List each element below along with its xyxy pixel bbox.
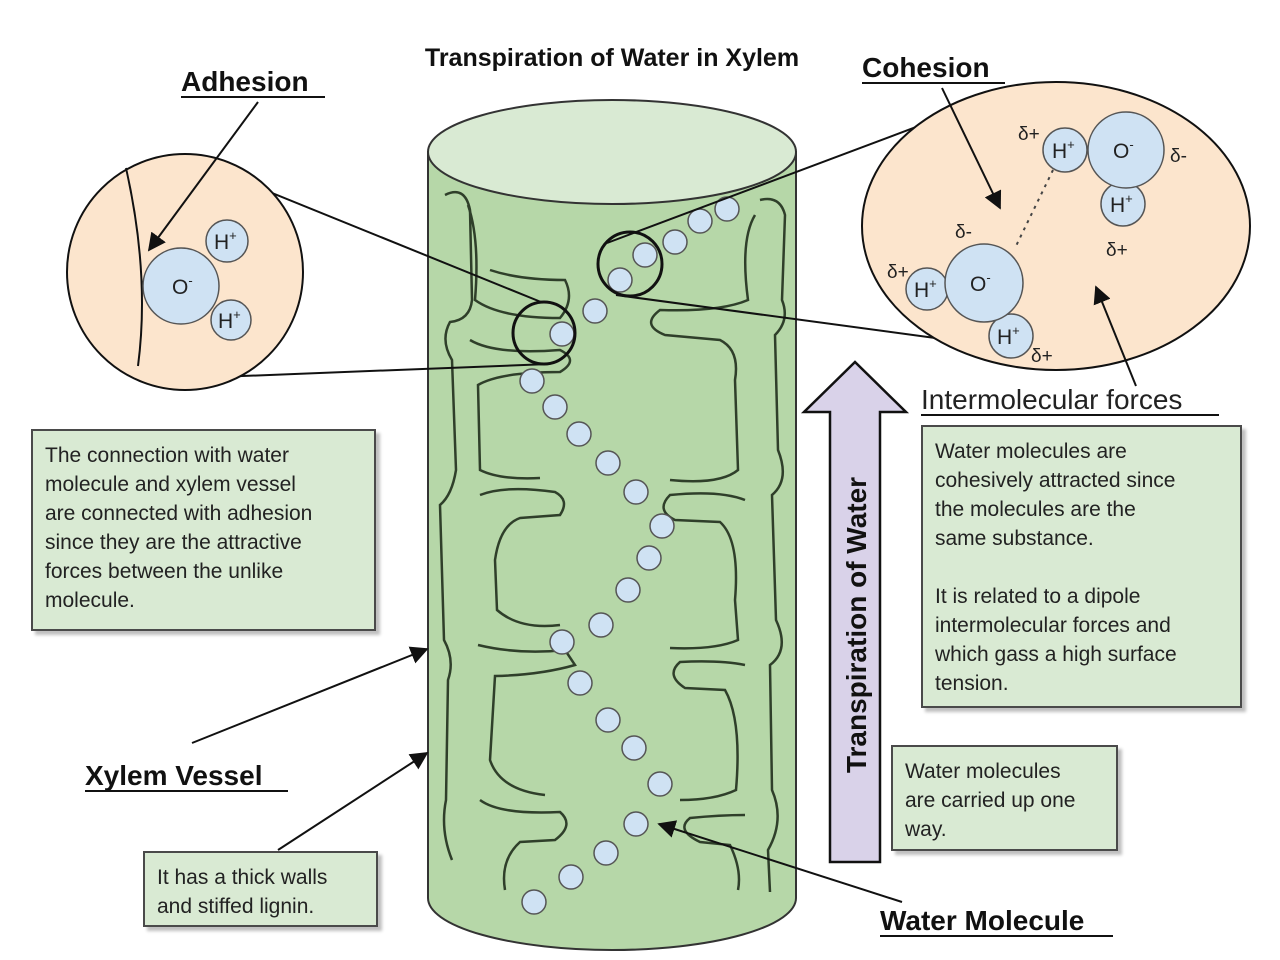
- svg-text:Water Molecule: Water Molecule: [880, 905, 1084, 936]
- water-molecule: [621, 735, 647, 761]
- water-molecule: [593, 840, 619, 866]
- water-molecule: [687, 208, 713, 234]
- svg-text:Cohesion: Cohesion: [862, 52, 990, 83]
- svg-text:δ+: δ+: [887, 262, 909, 283]
- xylem-vessel-pointer-upper: [191, 646, 429, 744]
- svg-text:H+: H+: [218, 307, 241, 333]
- water-molecule: [558, 864, 584, 890]
- wall-note: It has a thick walls and stiffed lignin.: [143, 851, 378, 927]
- svg-text:δ+: δ+: [1106, 240, 1128, 261]
- transpiration-arrow: Transpiration of Water: [800, 360, 910, 864]
- svg-text:δ+: δ+: [1031, 346, 1053, 367]
- water-molecule: [623, 811, 649, 837]
- water-molecule-lower: O- H+ H+: [905, 243, 1034, 359]
- transpiration-arrow-label: Transpiration of Water: [841, 477, 872, 773]
- partial-charges: δ+ δ- δ+ δ- δ+ δ+: [887, 124, 1187, 367]
- hydrogen-bond-dotted: [1015, 169, 1054, 247]
- water-molecule: [549, 321, 575, 347]
- water-molecule: [615, 577, 641, 603]
- svg-text:δ+: δ+: [1018, 124, 1040, 145]
- svg-text:O-: O-: [1113, 137, 1134, 163]
- water-molecule: [662, 229, 688, 255]
- water-molecule-label: Water Molecule: [880, 905, 1113, 937]
- water-molecule: [588, 612, 614, 638]
- water-molecule: [636, 545, 662, 571]
- water-molecule-adhesion: O- H+ H+: [142, 219, 252, 341]
- water-molecule: [623, 479, 649, 505]
- svg-text:H+: H+: [1110, 191, 1133, 217]
- svg-text:δ-: δ-: [955, 222, 972, 243]
- water-molecule: [567, 670, 593, 696]
- adhesion-pointer: [147, 101, 259, 252]
- xylem-vessel-label: Xylem Vessel: [85, 760, 288, 792]
- diagram-title: Transpiration of Water in Xylem: [425, 44, 799, 72]
- xylem-vessel-pointer-lower: [277, 752, 429, 851]
- xylem-wall-line: [125, 167, 143, 367]
- water-molecule: [647, 771, 673, 797]
- svg-text:H+: H+: [214, 228, 237, 254]
- cohesion-label: Cohesion: [862, 52, 1005, 84]
- vessel-top: [427, 99, 797, 205]
- water-molecule: [521, 889, 547, 915]
- water-molecule-upper: O- H+ H+: [1042, 111, 1165, 227]
- svg-text:Intermolecular forces: Intermolecular forces: [921, 384, 1182, 415]
- pointer-arrows: [147, 87, 1137, 903]
- xylem-vessel: [427, 99, 797, 951]
- water-molecule: [649, 513, 675, 539]
- water-molecule: [542, 394, 568, 420]
- water-molecule: [519, 368, 545, 394]
- cohesion-note: Water molecules are cohesively attracted…: [921, 425, 1242, 708]
- water-molecule: [595, 707, 621, 733]
- adhesion-zoom: O- H+ H+: [66, 153, 304, 391]
- svg-text:Adhesion: Adhesion: [181, 66, 309, 97]
- intermolecular-pointer: [1093, 285, 1137, 387]
- water-molecule-pointer: [657, 820, 903, 903]
- adhesion-note: The connection with water molecule and x…: [31, 429, 376, 631]
- svg-text:δ-: δ-: [1170, 146, 1187, 167]
- svg-text:H+: H+: [1052, 137, 1075, 163]
- svg-text:Xylem Vessel: Xylem Vessel: [85, 760, 262, 791]
- svg-text:H+: H+: [997, 323, 1020, 349]
- cohesion-pointer: [941, 87, 1002, 210]
- vessel-wall-pattern: [438, 190, 787, 893]
- water-molecule: [582, 298, 608, 324]
- water-molecule-chain: [519, 196, 740, 915]
- water-molecule: [549, 629, 575, 655]
- svg-text:H+: H+: [914, 276, 937, 302]
- water-molecule: [632, 242, 658, 268]
- intermolecular-forces-label: Intermolecular forces: [921, 384, 1219, 416]
- cohesion-zoom-ellipse: [861, 81, 1251, 371]
- zoom-connectors: [191, 123, 951, 379]
- svg-text:O-: O-: [172, 273, 193, 299]
- water-molecule: [607, 267, 633, 293]
- water-molecule: [595, 450, 621, 476]
- cohesion-zoom: O- H+ H+ O- H+ H+ δ+ δ- δ+ δ- δ+ δ+: [861, 81, 1251, 371]
- one-way-note: Water molecules are carried up one way.: [891, 745, 1118, 851]
- adhesion-label: Adhesion: [181, 66, 325, 98]
- water-molecule: [566, 421, 592, 447]
- svg-text:O-: O-: [970, 270, 991, 296]
